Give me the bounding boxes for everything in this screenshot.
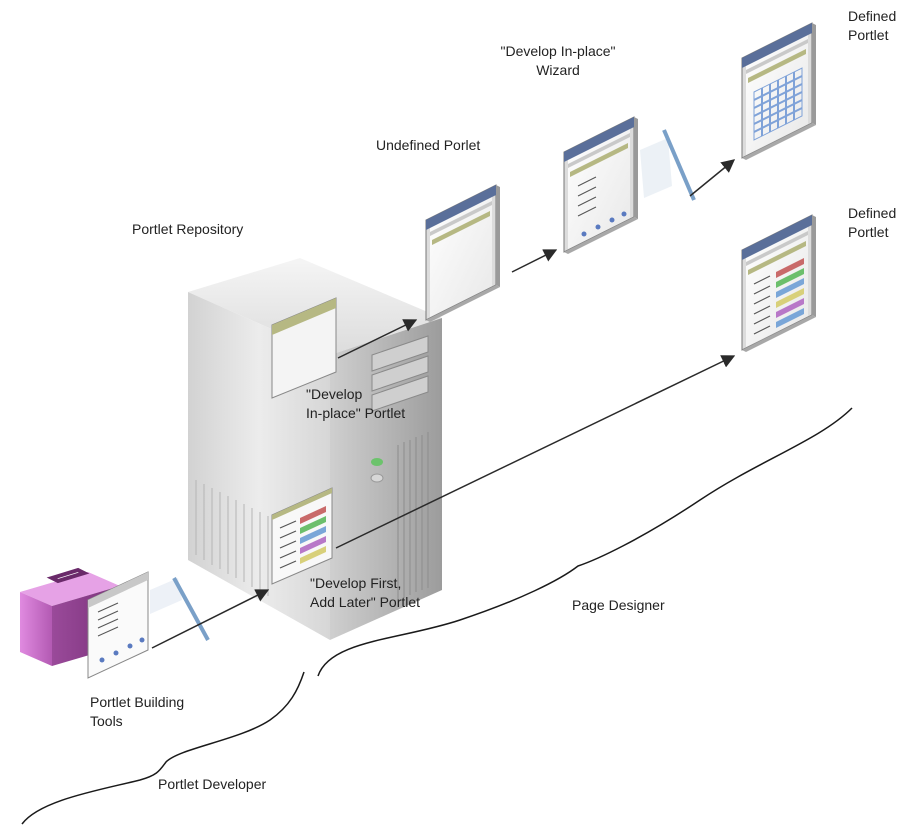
flow-arrows	[151, 159, 736, 649]
undefined-portlet-label: Undefined Porlet	[376, 137, 481, 153]
defined-portlet-bars-window	[741, 214, 817, 353]
building-tools-label-line1: Portlet Building	[90, 694, 185, 710]
undefined-portlet-window	[425, 184, 501, 323]
portlet-developer-brace	[21, 671, 305, 825]
develop-inplace-label-line1: "Develop	[306, 386, 363, 402]
wizard-label-line1: "Develop In-place"	[500, 43, 616, 59]
pen-icon	[150, 577, 210, 641]
develop-inplace-portlet-window	[271, 297, 337, 399]
portlet-repository-label: Portlet Repository	[132, 221, 244, 237]
arrow-wizard-to-defined	[689, 159, 736, 197]
develop-first-label-line1: "Develop First,	[310, 575, 402, 591]
arrow-develop-first-to-defined	[335, 355, 736, 549]
develop-inplace-label-line2: In-place" Portlet	[306, 405, 406, 421]
defined-portlet-top-label-line2: Portlet	[848, 27, 889, 43]
page-designer-brace	[317, 407, 853, 677]
arrow-undefined-to-wizard	[511, 249, 558, 273]
building-tools-label-line2: Tools	[90, 713, 123, 729]
portlet-developer-label: Portlet Developer	[158, 776, 267, 792]
wizard-label-line2: Wizard	[536, 62, 580, 78]
develop-first-portlet-window	[271, 487, 333, 585]
braces	[21, 407, 853, 825]
develop-first-label-line2: Add Later" Portlet	[310, 594, 421, 610]
wizard-window	[563, 116, 639, 255]
building-tools-document	[87, 571, 149, 679]
defined-portlet-mid-label-line2: Portlet	[848, 224, 889, 240]
defined-portlet-top-label-line1: Defined	[848, 8, 897, 24]
defined-portlet-grid-window	[741, 22, 817, 161]
page-designer-label: Page Designer	[572, 597, 665, 613]
defined-portlet-mid-label-line1: Defined	[848, 205, 897, 221]
wizard-pen-icon	[640, 129, 696, 201]
arrow-repository-to-undefined	[337, 319, 418, 359]
arrow-tools-to-repository	[151, 589, 270, 649]
